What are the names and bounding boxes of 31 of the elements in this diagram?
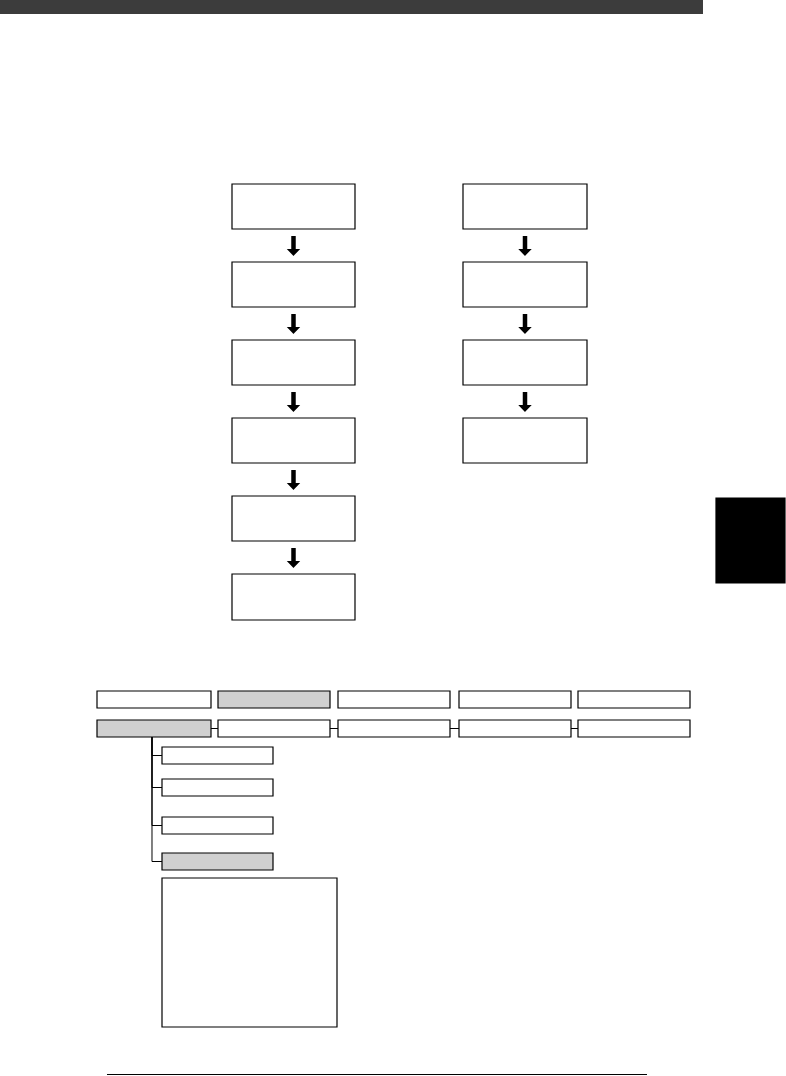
panel-box (161, 877, 338, 1028)
connector-line (329, 728, 339, 729)
side-tab (715, 497, 786, 584)
menu-box (577, 690, 691, 709)
menu-box (96, 690, 212, 709)
menu-box (217, 690, 331, 709)
flow-box (231, 261, 356, 308)
menu-box (577, 719, 691, 738)
menu-box (96, 719, 212, 738)
menu-box (161, 746, 274, 765)
connector-line (151, 736, 163, 862)
flow-box (231, 339, 356, 386)
flow-box (462, 417, 588, 464)
flow-box (231, 573, 356, 621)
menu-box (161, 852, 274, 871)
flow-box (231, 417, 356, 464)
menu-box (458, 690, 572, 709)
flow-box (231, 183, 356, 230)
connector-line (449, 728, 460, 729)
connector-line (210, 728, 219, 729)
menu-box (161, 816, 274, 835)
connector-line (570, 728, 579, 729)
menu-box (337, 690, 451, 709)
flow-box (462, 261, 588, 308)
menu-box (337, 719, 451, 738)
menu-box (458, 719, 572, 738)
menu-box (161, 778, 274, 797)
flow-box (231, 495, 356, 542)
flow-box (462, 339, 588, 386)
flow-box (462, 183, 588, 230)
menu-box (217, 719, 331, 738)
